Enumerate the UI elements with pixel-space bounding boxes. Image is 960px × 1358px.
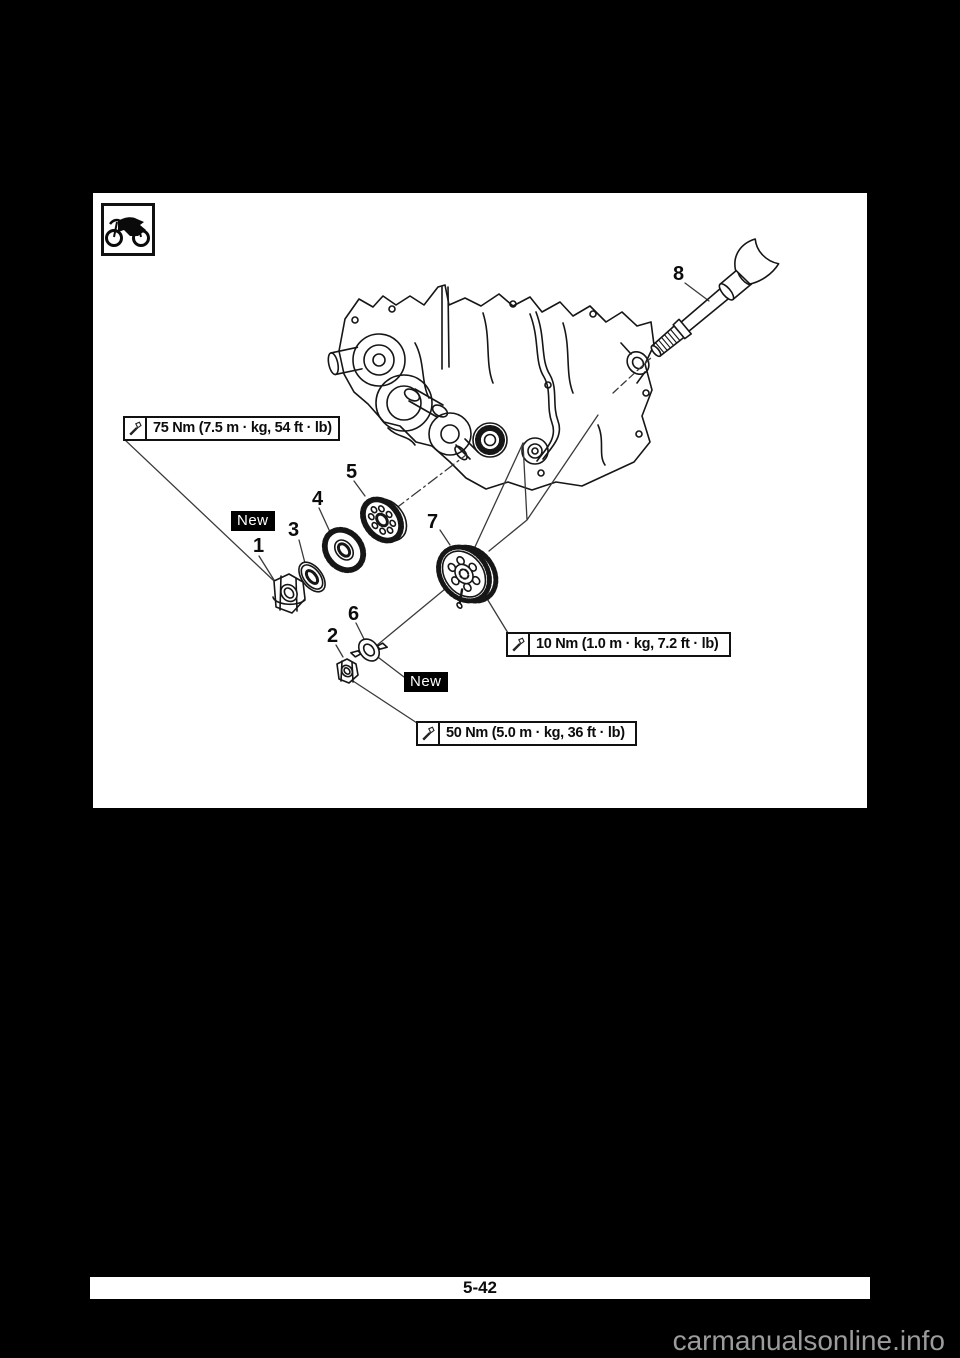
shaft8-axis-line: [612, 355, 654, 394]
part-number-7: 7: [427, 511, 439, 533]
leader-lines: [123, 282, 710, 724]
leader-5: [353, 480, 366, 497]
leader-8: [684, 282, 710, 302]
leader-1: [258, 555, 275, 581]
torque-text: 50 Nm (5.0 m · kg, 36 ft · lb): [446, 725, 625, 741]
part-5-gear: [360, 496, 408, 544]
part-number-1: 1: [253, 535, 265, 557]
torque-label-50nm: 50 Nm (5.0 m · kg, 36 ft · lb): [416, 721, 637, 746]
part-number-5: 5: [346, 461, 358, 483]
leader-torque75: [123, 438, 274, 581]
new-part-label: New: [404, 672, 448, 692]
diagram-sheet: 75 Nm (7.5 m · kg, 54 ft · lb) 10 Nm (1.…: [93, 193, 867, 808]
part-4-toothed-washer: [321, 526, 367, 574]
leader-part7-elbow: [488, 414, 599, 552]
torque-text: 10 Nm (1.0 m · kg, 7.2 ft · lb): [536, 636, 719, 652]
crankcase-illustration: [327, 284, 655, 491]
torque-text: 75 Nm (7.5 m · kg, 54 ft · lb): [153, 420, 332, 436]
part-number-2: 2: [327, 625, 339, 647]
wrench-icon: [508, 634, 530, 655]
leader-torque10: [485, 596, 509, 634]
motorcycle-icon: [101, 203, 155, 256]
wrench-icon: [125, 418, 147, 439]
site-watermark: carmanualsonline.info: [672, 1325, 945, 1356]
part-1-nut: [272, 573, 306, 614]
page-footer: 5-42: [90, 1277, 870, 1299]
torque-label-75nm: 75 Nm (7.5 m · kg, 54 ft · lb): [123, 416, 340, 441]
part-number-6: 6: [348, 603, 360, 625]
exploded-view-art: [123, 238, 780, 724]
leader-2: [335, 644, 344, 658]
leader-7: [439, 529, 451, 546]
new-part-label: New: [231, 511, 275, 531]
assembly-axis-line: [394, 454, 467, 510]
leader-torque50: [352, 680, 418, 724]
part-number-3: 3: [288, 519, 300, 541]
part-number-8: 8: [673, 263, 685, 285]
part-2-nut: [336, 658, 359, 684]
torque-label-10nm: 10 Nm (1.0 m · kg, 7.2 ft · lb): [506, 632, 731, 657]
leader-4: [318, 507, 331, 533]
part-3-washer: [298, 561, 326, 593]
part-7-gear: [436, 544, 499, 609]
part-6-lock-washer: [350, 638, 388, 662]
page-number: 5-42: [462, 1278, 498, 1297]
part-8-shaft: [650, 238, 780, 358]
wrench-icon: [418, 723, 440, 744]
part-number-4: 4: [312, 488, 324, 510]
leader-6: [355, 622, 365, 640]
